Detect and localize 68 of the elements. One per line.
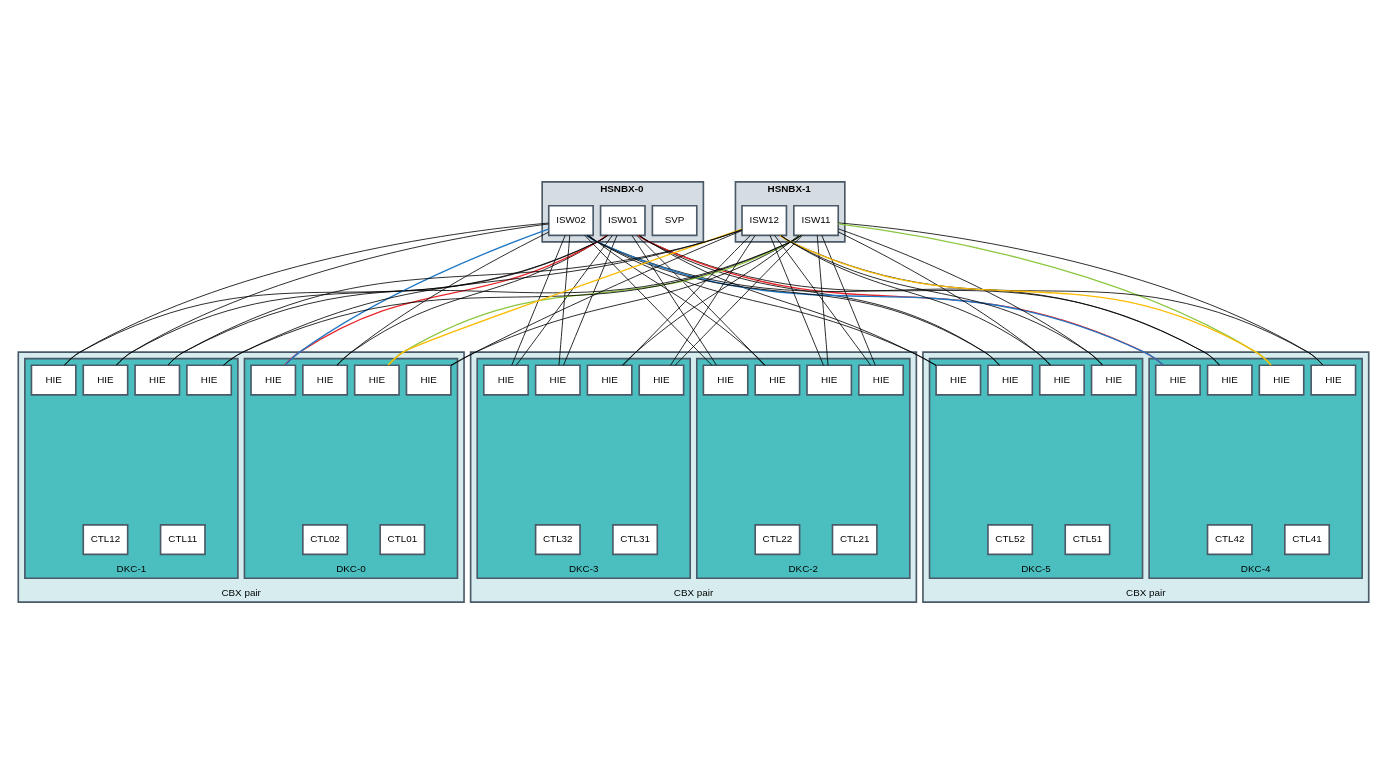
node-box: HIE <box>702 363 749 396</box>
connector <box>588 234 766 366</box>
node-box: HIE <box>1154 363 1201 396</box>
connector <box>774 234 872 366</box>
connector <box>563 234 618 366</box>
node-box: ISW02 <box>547 204 594 236</box>
node-box: CTL01 <box>379 523 426 555</box>
node-box: ISW11 <box>793 204 840 236</box>
node-box: CTL02 <box>302 523 349 555</box>
node-box: CTL21 <box>831 523 878 555</box>
node-box: ISW12 <box>741 204 788 236</box>
node-box: CTL52 <box>987 523 1034 555</box>
connector <box>336 234 607 366</box>
node-box: CTL12 <box>82 523 129 555</box>
node-box: HIE <box>1310 363 1357 396</box>
connector <box>450 234 801 366</box>
node-box: HIE <box>586 363 633 396</box>
node-box: HIE <box>1258 363 1305 396</box>
node-box: HIE <box>30 363 77 396</box>
node-box: HIE <box>1206 363 1253 396</box>
connector <box>558 234 571 366</box>
node-box: HIE <box>1038 363 1085 396</box>
connector <box>621 234 800 366</box>
connector <box>636 234 765 366</box>
connector <box>674 234 803 366</box>
node-box: HIE <box>935 363 982 396</box>
node-box: CTL42 <box>1206 523 1253 555</box>
node-box: HIE <box>353 363 400 396</box>
node-box: HIE <box>754 363 801 396</box>
connector <box>584 234 713 366</box>
node-box: CTL22 <box>754 523 801 555</box>
node-box: HIE <box>534 363 581 396</box>
connector <box>670 234 756 366</box>
node-box: HIE <box>134 363 181 396</box>
node-box: HIE <box>82 363 129 396</box>
node-box: HIE <box>806 363 853 396</box>
connector <box>631 234 717 366</box>
node-box: CTL51 <box>1064 523 1111 555</box>
node-box: ISW01 <box>599 204 646 236</box>
node-box: HIE <box>1090 363 1137 396</box>
node-box: CTL31 <box>612 523 659 555</box>
connector <box>337 231 549 365</box>
connector <box>622 234 751 366</box>
node-box: CTL11 <box>159 523 206 555</box>
connector <box>816 234 829 366</box>
connector <box>515 234 613 366</box>
node-box: HIE <box>405 363 452 396</box>
connector <box>284 227 550 366</box>
node-box: HIE <box>302 363 349 396</box>
node-box: HIE <box>987 363 1034 396</box>
node-box: HIE <box>250 363 297 396</box>
node-box: SVP <box>651 204 698 236</box>
node-box: CTL41 <box>1284 523 1331 555</box>
connector <box>387 227 743 366</box>
node-box: HIE <box>186 363 233 396</box>
connector <box>284 234 608 366</box>
node-box: HIE <box>858 363 905 396</box>
connector <box>780 234 1104 365</box>
connector <box>769 234 824 366</box>
connector <box>821 234 876 366</box>
connector <box>586 234 937 366</box>
connector <box>450 229 743 366</box>
connector <box>511 234 566 366</box>
connector <box>639 234 937 366</box>
node-box: HIE <box>482 363 529 396</box>
connector <box>780 234 1052 366</box>
node-box: CTL32 <box>534 523 581 555</box>
node-box: HIE <box>638 363 685 396</box>
